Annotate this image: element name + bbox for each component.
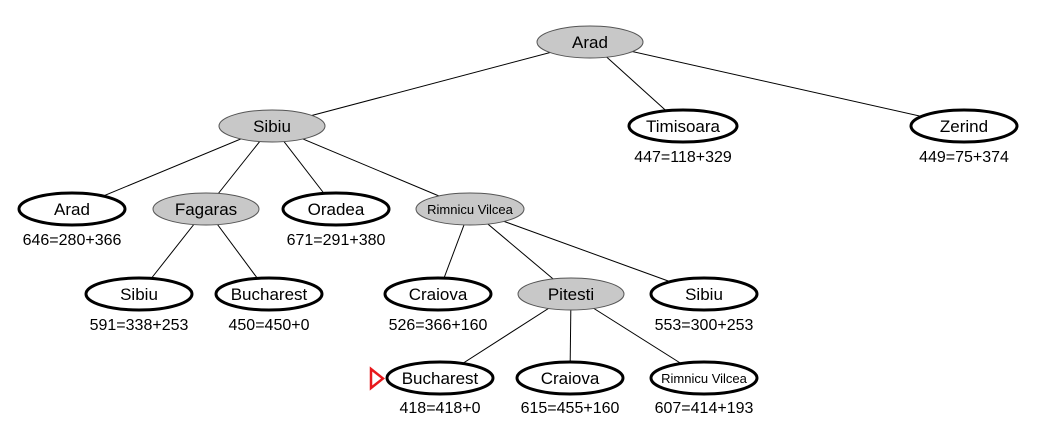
node-label: Sibiu — [685, 285, 723, 304]
node-label: Bucharest — [231, 285, 308, 304]
node-craiova-pitesti: Craiova 615=455+160 — [515, 360, 625, 417]
edge-arad-sibiu — [271, 41, 591, 127]
edge-rimnicu-sibiu — [469, 208, 705, 295]
node-cost: 591=338+253 — [90, 317, 189, 334]
node-timisoara: Timisoara 447=118+329 — [627, 108, 739, 166]
node-cost: 449=75+374 — [919, 149, 1009, 166]
node-cost: 607=414+193 — [655, 400, 754, 417]
node-sibiu-fagaras: Sibiu 591=338+253 — [84, 276, 194, 334]
node-label: Pitesti — [548, 285, 594, 304]
node-pitesti: Pitesti — [517, 277, 625, 311]
edge-sibiu-rimnicu — [271, 125, 471, 210]
node-oradea: Oradea 671=291+380 — [281, 191, 391, 249]
node-label: Bucharest — [402, 369, 479, 388]
node-cost: 450=450+0 — [229, 317, 310, 334]
node-bucharest-goal: Bucharest 418=418+0 — [369, 360, 495, 417]
node-rimnicu-pitesti: Rimnicu Vilcea 607=414+193 — [649, 360, 759, 417]
node-sibiu: Sibiu — [218, 109, 326, 143]
node-bucharest-fagaras: Bucharest 450=450+0 — [214, 276, 324, 334]
node-rimnicu-vilcea: Rimnicu Vilcea — [415, 192, 525, 226]
node-label: Craiova — [409, 285, 468, 304]
node-craiova: Craiova 526=366+160 — [383, 276, 493, 334]
node-label: Zerind — [940, 117, 988, 136]
node-cost: 615=455+160 — [521, 400, 620, 417]
node-label: Rimnicu Vilcea — [661, 371, 748, 386]
node-label: Rimnicu Vilcea — [427, 202, 514, 217]
node-cost: 418=418+0 — [400, 400, 481, 417]
node-label: Fagaras — [175, 200, 237, 219]
selection-arrow-icon — [369, 366, 386, 391]
node-arad: Arad 646=280+366 — [17, 191, 127, 249]
node-cost: 526=366+160 — [389, 317, 488, 334]
node-cost: 447=118+329 — [634, 149, 732, 166]
node-label: Timisoara — [646, 117, 721, 136]
node-label: Sibiu — [120, 285, 158, 304]
node-zerind: Zerind 449=75+374 — [909, 108, 1019, 166]
node-fagaras: Fagaras — [152, 192, 260, 226]
node-label: Craiova — [541, 369, 600, 388]
node-arad-root: Arad — [536, 25, 644, 59]
node-label: Arad — [54, 200, 90, 219]
node-cost: 671=291+380 — [287, 232, 386, 249]
node-label: Arad — [572, 33, 608, 52]
node-cost: 553=300+253 — [655, 317, 754, 334]
edge-arad-zerind — [589, 41, 965, 127]
node-cost: 646=280+366 — [23, 232, 122, 249]
node-sibiu-rimnicu: Sibiu 553=300+253 — [649, 276, 759, 334]
node-label: Oradea — [308, 200, 365, 219]
node-label: Sibiu — [253, 117, 291, 136]
